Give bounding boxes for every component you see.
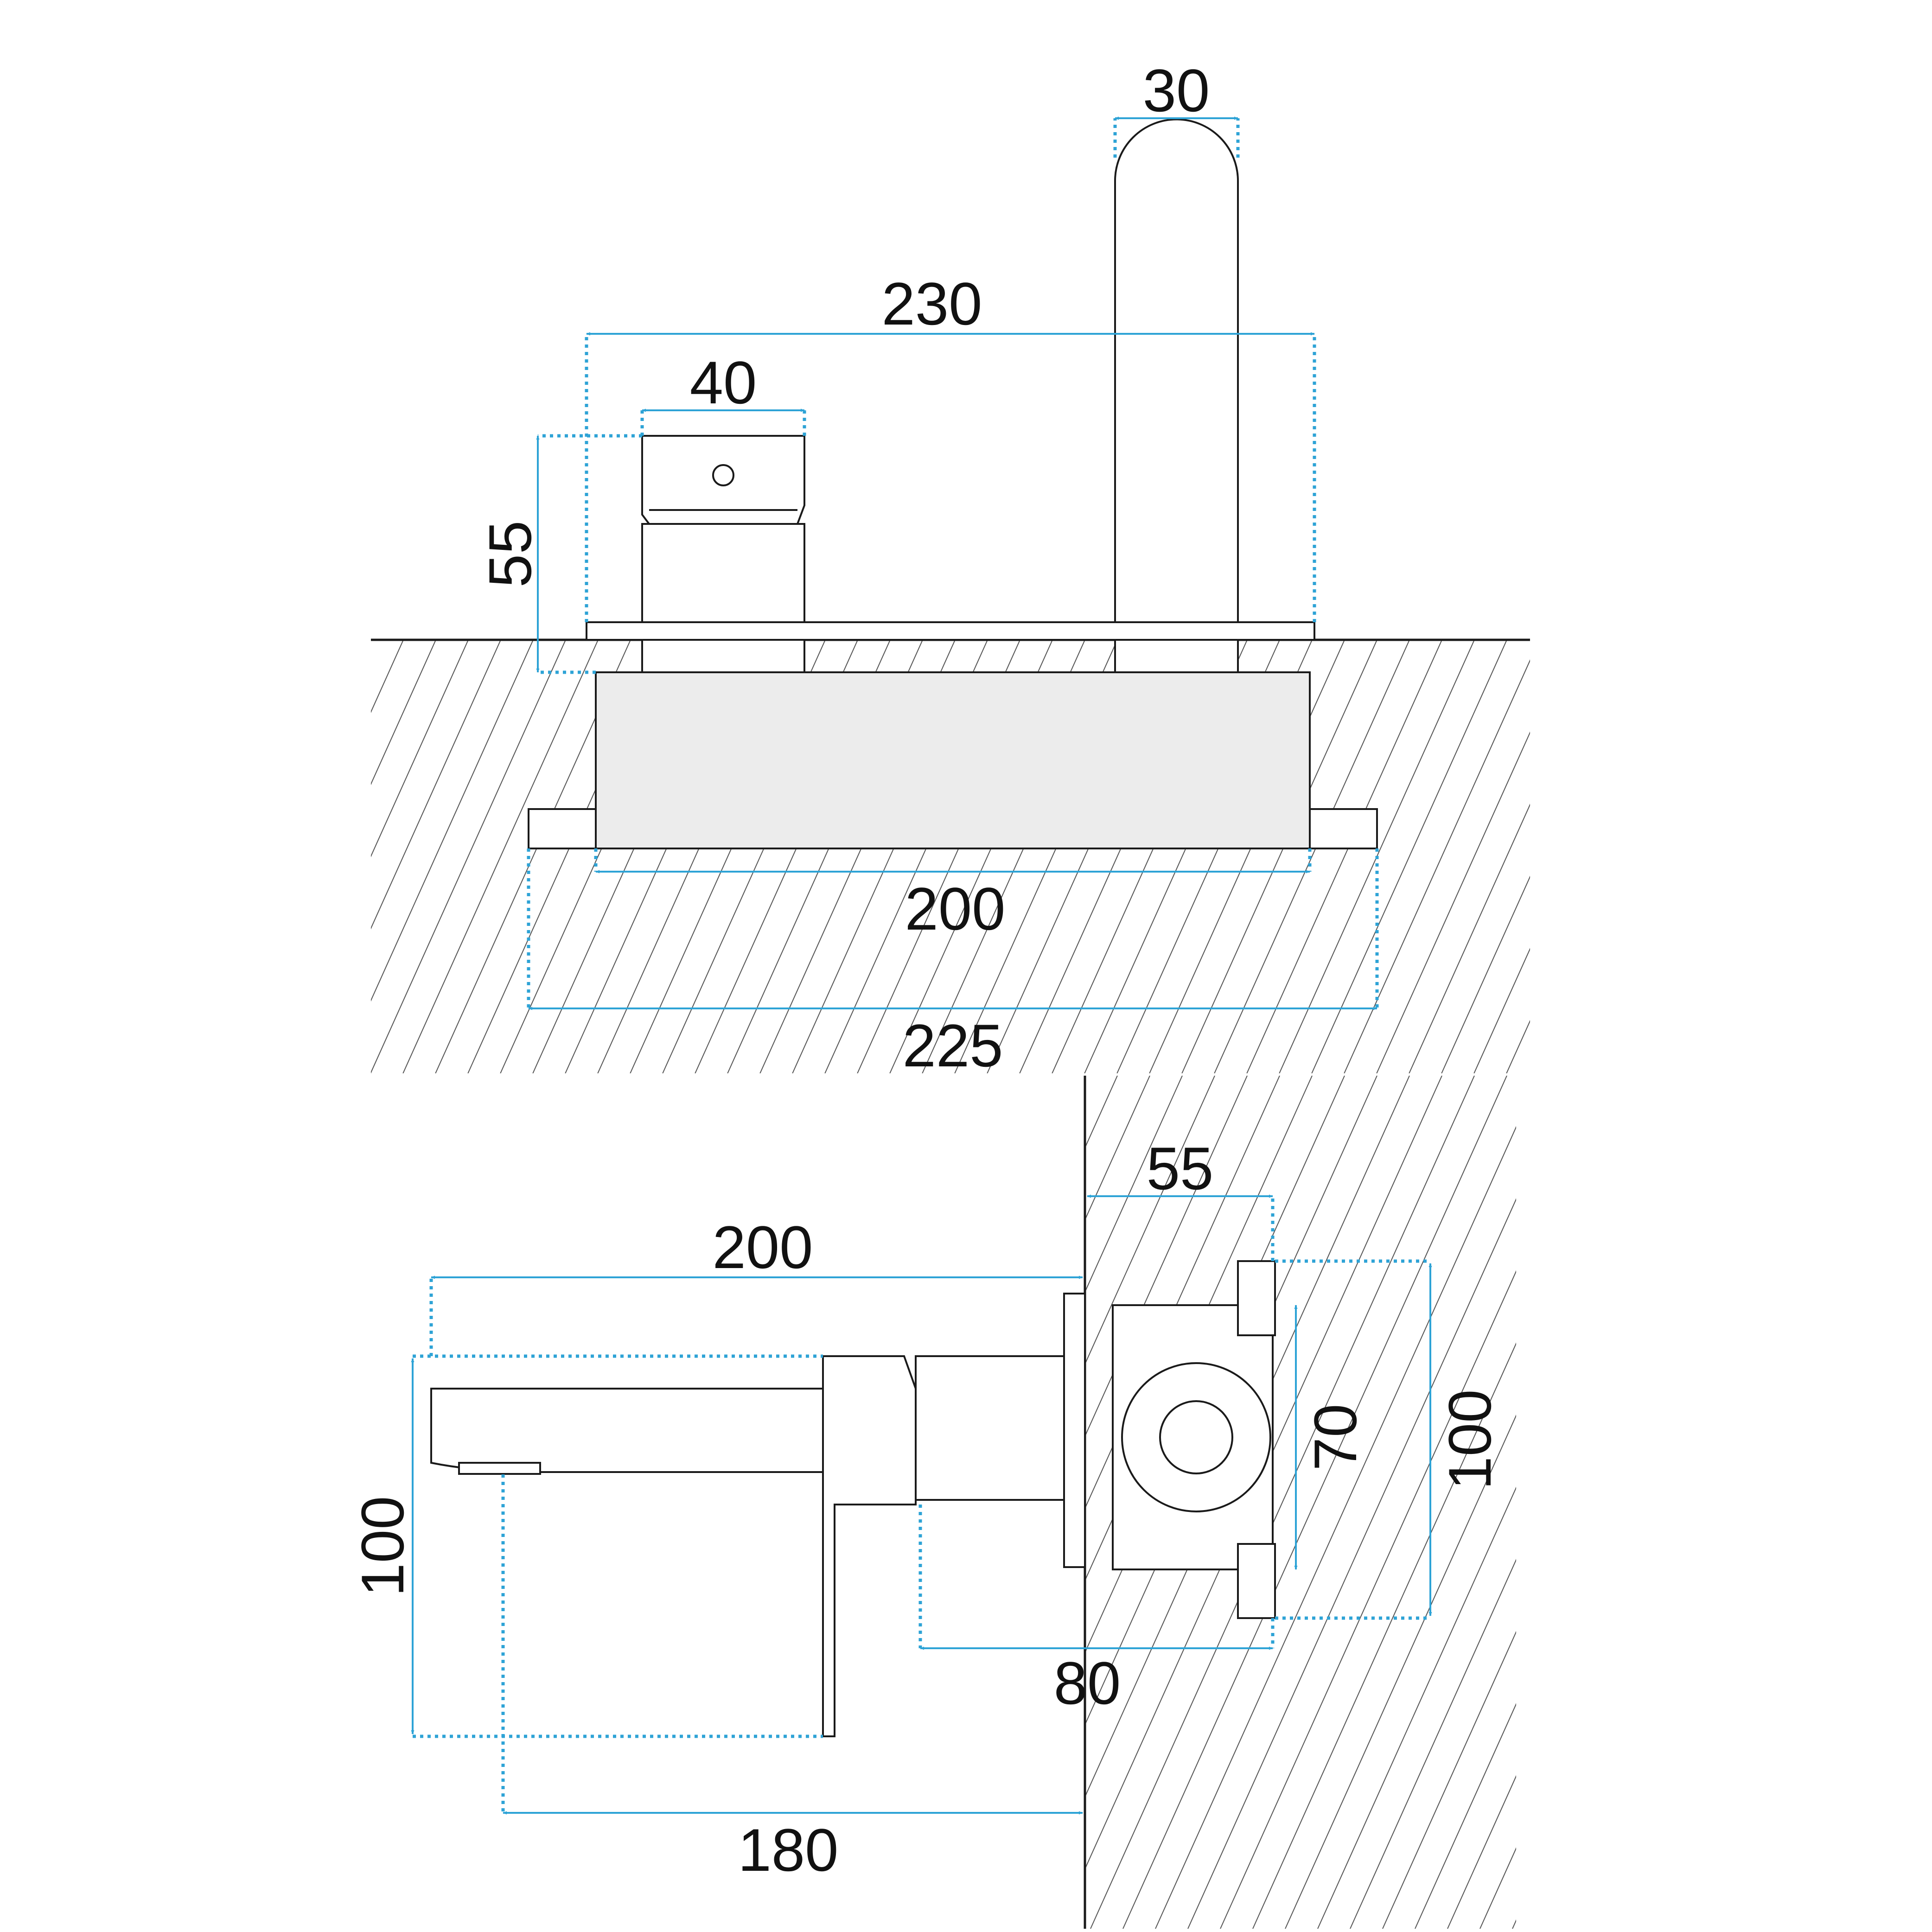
dimension-label-spout-length: 200 [713,1213,813,1281]
dimension-label-height: 100 [349,1496,416,1597]
handle-stem-top [641,639,805,673]
box-ear-upper [1237,1260,1276,1336]
spout-stem-top [1114,639,1239,673]
dimension-label-total-width: 230 [882,270,982,338]
dimension-box-height: 70 [1294,1305,1369,1570]
cover-plate-side [1063,1293,1086,1568]
handle-indicator-dot [712,464,734,486]
mounting-plate-flange-left [528,808,597,849]
dimension-label-box-length: 80 [1054,1649,1121,1717]
box-ear-lower [1237,1543,1276,1619]
dimension-spout-length: 200 [429,1213,1083,1356]
dimension-outlet-distance: 180 [501,1474,1083,1884]
dimension-label-spout-width: 30 [1143,57,1210,124]
dimension-handle-height: 55 [476,434,642,674]
side-view: 55 200 100 70 100 [349,1076,1516,1929]
dimension-box-depth: 55 [1087,1135,1275,1261]
mounting-plate-flange-right [1309,808,1378,849]
dimension-handle-width: 40 [640,349,806,436]
dimension-label-plate-width: 225 [903,1012,1003,1079]
dimension-label-outlet-distance: 180 [738,1816,839,1884]
spout-arm-side [430,1388,824,1473]
dimension-label-plate-height: 100 [1436,1390,1504,1490]
dimension-height: 100 [349,1354,823,1738]
dimension-plate-height: 100 [1275,1259,1504,1620]
spout-top [1114,118,1239,623]
dimension-label-box-depth: 55 [1147,1135,1214,1202]
dimension-label-handle-width: 40 [690,349,757,416]
spout-aerator [458,1462,541,1475]
concealed-box-top [595,671,1311,849]
dimension-spout-width: 30 [1113,57,1240,158]
dimension-label-box-height: 70 [1301,1404,1369,1471]
top-view: 30 230 40 55 200 [371,57,1530,1079]
valve-core [1159,1400,1233,1474]
dimension-plate-width: 225 [527,848,1379,1079]
cover-plate-top [586,621,1315,641]
dimension-box-width: 200 [594,848,1312,943]
spout-body-side [915,1355,1065,1501]
lever-handle-side [822,1355,917,1737]
dimension-label-handle-height: 55 [476,521,544,588]
wall-hatching-side [1085,1076,1516,1929]
dimension-box-length: 80 [918,1505,1275,1717]
dimension-label-box-width: 200 [905,875,1006,943]
handle-base-top [641,523,805,623]
dimension-total-width: 230 [585,270,1316,622]
